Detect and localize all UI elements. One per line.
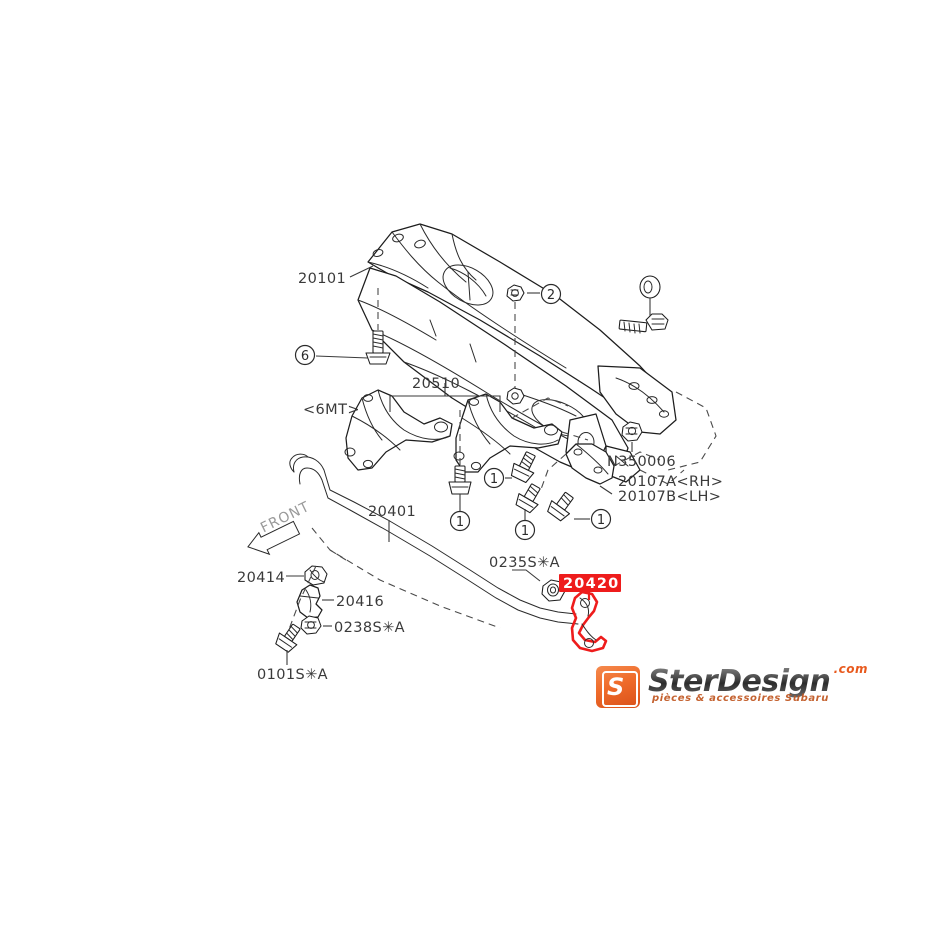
washer-top [639, 275, 661, 316]
bolt-callout-1-b: 1 [483, 451, 536, 489]
clamp-20416-group: 20416 [287, 565, 384, 633]
callout-1b-number: 1 [490, 472, 498, 487]
label-nut-0238: 0238S✳A [334, 620, 405, 636]
label-bracket-lh: 20107B<LH> [618, 489, 721, 505]
bolt-6 [365, 330, 391, 365]
label-nut-0235: 0235S✳A [489, 555, 560, 571]
label-bracket-rh: 20107A<RH> [618, 474, 723, 490]
callout-marker-1-c [514, 519, 536, 541]
logo-letter: S [607, 673, 625, 701]
callout-6-group: 6 [294, 288, 391, 366]
label-bolt-0101: 0101S✳A [257, 667, 328, 683]
bolt-callout-1-a: 1 [448, 410, 472, 532]
label-stabilizer-bar: 20401 [368, 504, 416, 520]
logo-mark-icon: S [596, 666, 640, 708]
callout-marker-2 [540, 283, 562, 305]
watermark-domain: .com [833, 662, 868, 676]
bracket-20107-group: 20107A<RH> 20107B<LH> [539, 275, 723, 505]
crossmember-assembly [357, 223, 717, 485]
label-transverse-link: 20510 [412, 376, 460, 392]
callout-marker-1-a [449, 510, 471, 532]
bolt-20107 [618, 313, 669, 334]
bolt-0101-group: 0101S✳A [257, 623, 328, 683]
highlighted-part-20420[interactable]: 20420 [559, 574, 621, 653]
callout-marker-1-d [590, 508, 612, 530]
callout-marker-1-b [483, 467, 505, 489]
callout-1d-number: 1 [597, 513, 605, 528]
highlight-part-number: 20420 [563, 576, 619, 592]
label-crossmember-text: 20101 [298, 271, 346, 287]
front-arrow-label: FRONT [258, 499, 312, 537]
label-clamp-20416: 20416 [336, 594, 384, 610]
bolt-callout-1-c: 1 [514, 483, 541, 541]
callout-1a-number: 1 [456, 515, 464, 530]
label-transmission-note: <6MT> [303, 402, 360, 418]
watermark-tagline: pièces & accessoires Subaru [652, 693, 829, 704]
front-arrow-group: FRONT [247, 499, 313, 556]
callout-marker-6 [294, 344, 316, 366]
label-crossmember: 20101 [298, 265, 374, 287]
nut-n350006-group: N350006 [607, 421, 676, 470]
watermark-sterdesign: S SterDesign .com pièces & accessoires S… [596, 662, 868, 712]
transverse-link-group: 20510 <6MT> [303, 376, 589, 473]
callout-2-number: 2 [547, 288, 555, 303]
stabilizer-bar-group: 20401 [289, 453, 579, 629]
nut-0235-group: 0235S✳A [489, 555, 566, 602]
watermark-brand: SterDesign [648, 664, 831, 699]
label-bushing-20414: 20414 [237, 570, 285, 586]
callout-6-number: 6 [301, 349, 309, 364]
bolt-callout-1-d: 1 [547, 491, 612, 530]
label-nut-n350006: N350006 [607, 454, 676, 470]
highlight-box[interactable] [559, 574, 621, 592]
callout-2-group: 2 [506, 283, 562, 405]
bushing-20414-group: 20414 [237, 565, 328, 586]
callout-1c-number: 1 [521, 524, 529, 539]
nut-0238-group: 0238S✳A [300, 615, 405, 636]
